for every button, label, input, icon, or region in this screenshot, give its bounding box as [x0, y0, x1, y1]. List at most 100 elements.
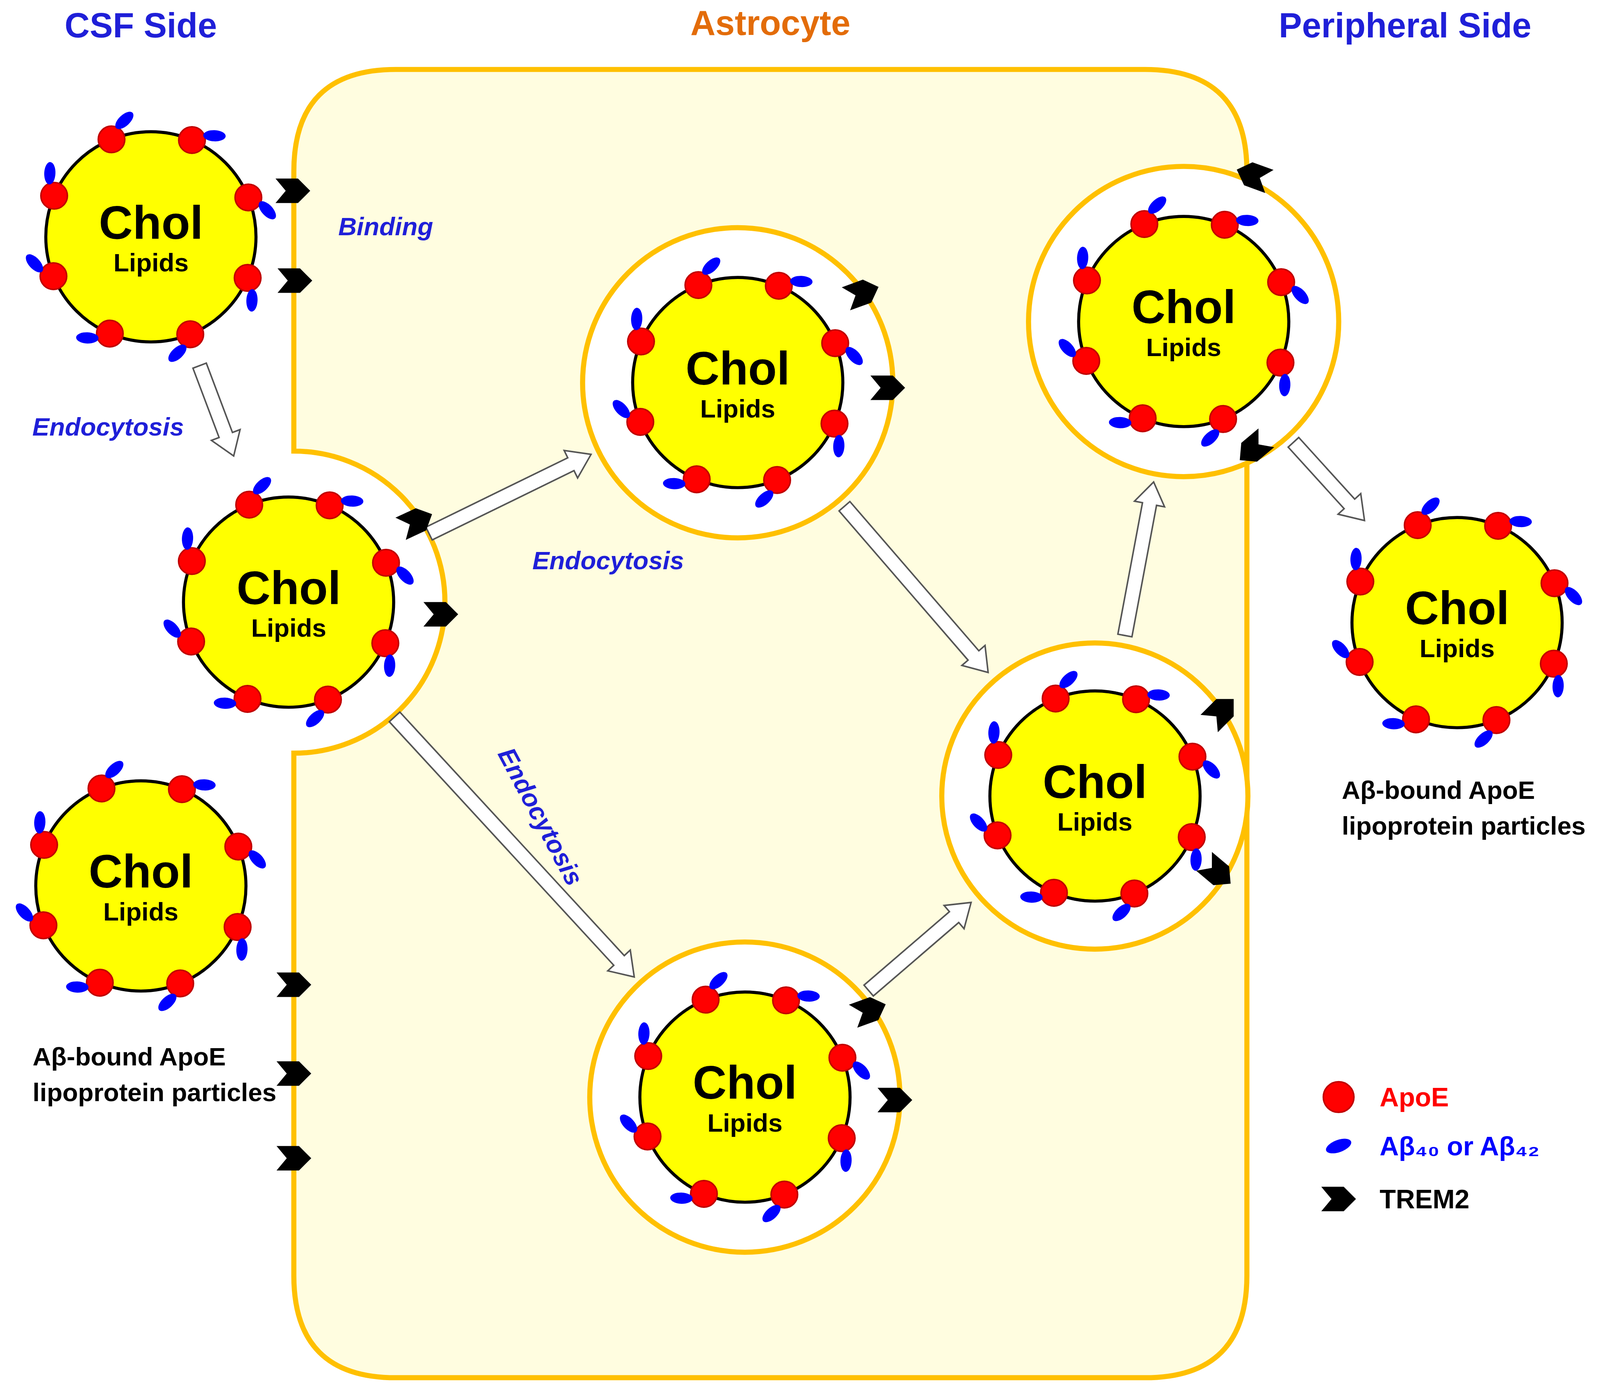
particle-subtitle: Lipids — [700, 394, 776, 423]
particle-label: CholLipids — [987, 688, 1203, 904]
block-arrow — [1288, 437, 1365, 521]
particle-caption: Aβ-bound ApoE lipoprotein particles — [32, 1038, 288, 1111]
abeta-peptide — [1288, 282, 1313, 308]
apoe-dot — [372, 629, 399, 657]
legend-swatch — [1318, 1125, 1360, 1167]
particle-title: Chol — [236, 562, 342, 615]
lipid-core — [639, 991, 851, 1203]
abeta-peptide — [1055, 335, 1080, 361]
abeta-peptide — [1109, 900, 1134, 925]
apoe-dot — [1209, 405, 1237, 432]
particle-subtitle: Lipids — [251, 613, 327, 642]
particle-title: Chol — [1131, 281, 1236, 334]
lipoprotein-particle: CholLipids — [33, 778, 249, 994]
abeta-peptide — [1019, 891, 1043, 904]
apoe-dot — [178, 628, 205, 655]
abeta-peptide — [669, 1191, 693, 1204]
legend-label: ApoE — [1379, 1082, 1450, 1112]
abeta-peptide — [193, 778, 216, 791]
apoe-dot — [828, 1044, 856, 1071]
abeta-peptide — [43, 161, 56, 185]
legend-trem2-receptor — [1321, 1186, 1356, 1212]
particle-subtitle: Lipids — [1419, 634, 1495, 663]
apoe-dot — [1122, 686, 1150, 713]
side-heading: CSF Side — [64, 6, 217, 45]
apoe-dot — [98, 126, 125, 153]
particle-title: Chol — [88, 845, 194, 898]
apoe-dot — [763, 466, 791, 494]
particle-subtitle: Lipids — [1057, 807, 1133, 836]
particle-caption: Aβ-bound ApoE lipoprotein particles — [1341, 772, 1598, 844]
apoe-dot — [1347, 567, 1374, 595]
abeta-peptide — [1056, 667, 1081, 692]
abeta-peptide — [213, 697, 237, 710]
particle-title: Chol — [98, 197, 204, 249]
lipid-core — [35, 780, 247, 992]
apoe-dot — [1402, 706, 1430, 733]
abeta-peptide — [699, 254, 724, 279]
apoe-dot — [1121, 880, 1148, 907]
apoe-dot — [771, 1180, 798, 1208]
legend-abeta-peptide — [1324, 1135, 1354, 1157]
particle-label: CholLipids — [33, 778, 249, 994]
particle-label: CholLipids — [637, 989, 853, 1205]
abeta-peptide — [1147, 688, 1171, 701]
apoe-dot — [1072, 347, 1100, 375]
lipoprotein-particle: CholLipids — [637, 989, 853, 1205]
apoe-dot — [316, 492, 344, 519]
abeta-peptide — [987, 720, 1000, 744]
edge-label: Endocytosis — [532, 546, 684, 575]
vesicle — [582, 227, 894, 538]
apoe-dot — [86, 968, 113, 996]
apoe-dot — [168, 775, 196, 803]
apoe-dot — [1073, 266, 1101, 294]
apoe-dot — [224, 913, 251, 941]
apoe-dot — [690, 1180, 717, 1208]
abeta-peptide — [303, 706, 328, 731]
apoe-dot — [88, 775, 115, 802]
abeta-peptide — [1382, 717, 1405, 730]
apoe-dot — [1268, 268, 1295, 296]
legend-label: TREM2 — [1379, 1184, 1470, 1214]
vesicle — [941, 643, 1248, 950]
particle-title: Chol — [1404, 582, 1510, 635]
abeta-peptide — [1108, 416, 1132, 429]
abeta-peptide — [236, 937, 249, 961]
abeta-peptide — [245, 846, 270, 872]
abeta-peptide — [1199, 757, 1224, 782]
apoe-dot — [634, 1123, 661, 1150]
apoe-dot — [1178, 743, 1206, 770]
apoe-dot — [96, 320, 124, 347]
apoe-dot — [1131, 210, 1158, 238]
particle-label: CholLipids — [1349, 515, 1565, 730]
block-arrow — [193, 363, 241, 456]
apoe-dot — [635, 1042, 662, 1069]
abeta-peptide — [75, 331, 99, 344]
abeta-peptide — [1198, 425, 1223, 450]
vesicle — [1028, 166, 1339, 477]
abeta-peptide — [759, 1201, 784, 1226]
legend-swatch — [1318, 1178, 1360, 1220]
legend-swatch — [1318, 1076, 1360, 1118]
abeta-peptide — [393, 563, 418, 588]
lipoprotein-particle: CholLipids — [630, 275, 845, 490]
abeta-peptide — [842, 344, 867, 369]
abeta-peptide — [616, 1111, 641, 1136]
abeta-peptide — [1418, 494, 1443, 518]
abeta-peptide — [1278, 373, 1291, 397]
abeta-peptide — [155, 990, 180, 1014]
particle-subtitle: Lipids — [113, 248, 189, 277]
apoe-dot — [1211, 211, 1238, 239]
apoe-dot — [1178, 823, 1206, 851]
apoe-dot — [1404, 511, 1432, 539]
apoe-dot — [1267, 349, 1294, 376]
apoe-dot — [1042, 685, 1069, 712]
abeta-peptide — [165, 341, 190, 365]
apoe-dot — [626, 408, 654, 436]
abeta-peptide — [112, 108, 137, 133]
apoe-dot — [828, 1124, 855, 1152]
abeta-peptide — [789, 275, 813, 288]
abeta-peptide — [33, 810, 46, 834]
apoe-dot — [627, 328, 655, 355]
